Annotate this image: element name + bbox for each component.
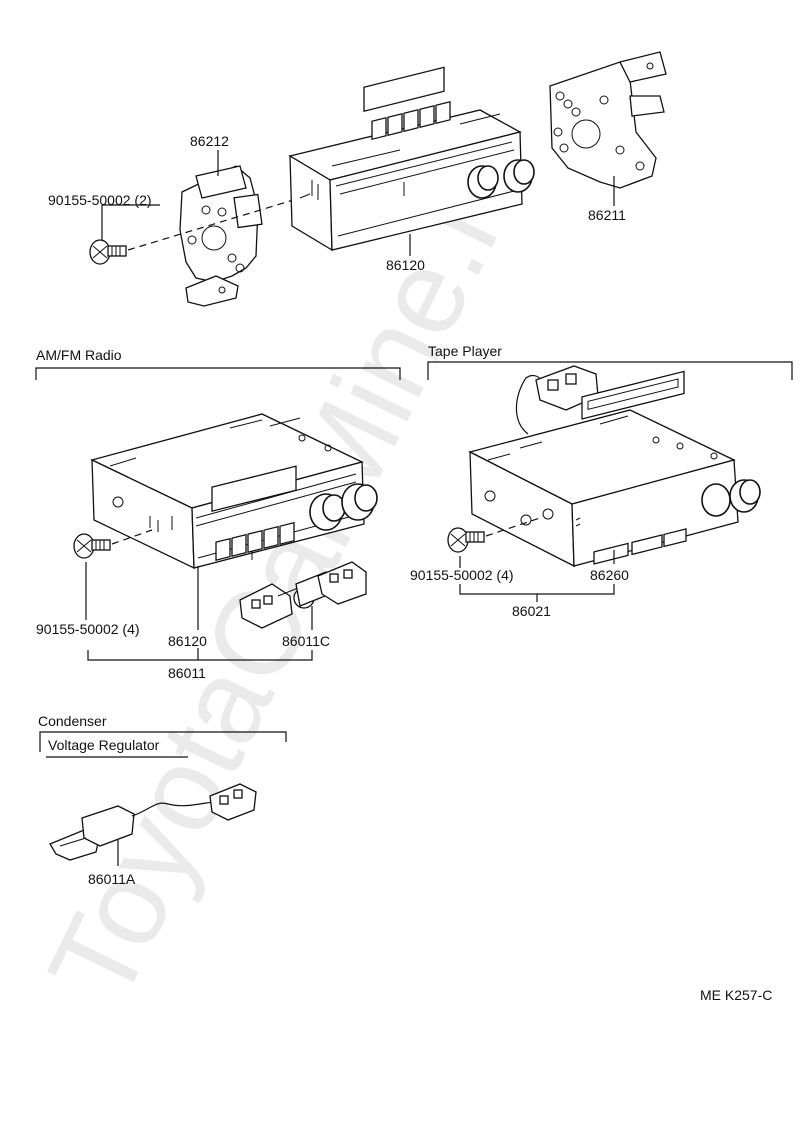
label-86021: 86021: [512, 603, 551, 619]
radio-top-86120[interactable]: [288, 66, 535, 252]
screw-am-fm[interactable]: [73, 533, 111, 559]
label-radio-am-fm: 86120: [168, 633, 207, 649]
am-fm-leader-lines: [85, 562, 313, 661]
label-86260: 86260: [590, 567, 629, 583]
label-screw-top: 90155-50002 (2): [48, 192, 152, 208]
section-condenser-title: Condenser: [38, 713, 107, 729]
dashed-line-tape: [485, 517, 541, 537]
reference-code: ME K257-C: [700, 987, 772, 1003]
section-tape-bracket: [427, 361, 793, 380]
section-am-fm-title: AM/FM Radio: [36, 347, 122, 363]
label-radio-top: 86120: [386, 257, 425, 273]
tape-leader-lines: [459, 550, 615, 602]
label-screw-tape: 90155-50002 (4): [410, 567, 514, 583]
label-86211: 86211: [588, 207, 626, 223]
bracket-86212[interactable]: [179, 165, 263, 307]
section-am-fm-bracket: [35, 367, 401, 380]
radio-top-buttons[interactable]: [371, 100, 451, 141]
radio-top-knobs[interactable]: [467, 159, 535, 199]
screw-top[interactable]: [89, 239, 127, 265]
label-86011: 86011: [168, 665, 206, 681]
section-condenser-bracket: [39, 731, 287, 752]
bracket-86211[interactable]: [549, 51, 667, 189]
radio-am-fm-86120[interactable]: [90, 413, 378, 570]
section-voltage-regulator-title: Voltage Regulator: [48, 737, 160, 753]
label-86212: 86212: [190, 133, 229, 149]
regulator-86011A[interactable]: [49, 783, 257, 861]
connector-86011C[interactable]: [239, 561, 367, 629]
label-86011C: 86011C: [282, 633, 330, 649]
tape-player-86260[interactable]: [468, 365, 761, 568]
radio-am-fm-knobs[interactable]: [309, 483, 378, 531]
label-screw-am-fm: 90155-50002 (4): [36, 621, 140, 637]
tape-player-knobs[interactable]: [701, 479, 761, 517]
top-leader-lines: [101, 150, 615, 256]
tape-player-buttons[interactable]: [593, 528, 687, 565]
dashed-line-top: [127, 197, 301, 251]
screw-tape[interactable]: [447, 527, 485, 553]
section-tape-title: Tape Player: [428, 343, 502, 359]
label-86011A: 86011A: [88, 871, 136, 887]
radio-am-fm-buttons[interactable]: [215, 521, 295, 561]
